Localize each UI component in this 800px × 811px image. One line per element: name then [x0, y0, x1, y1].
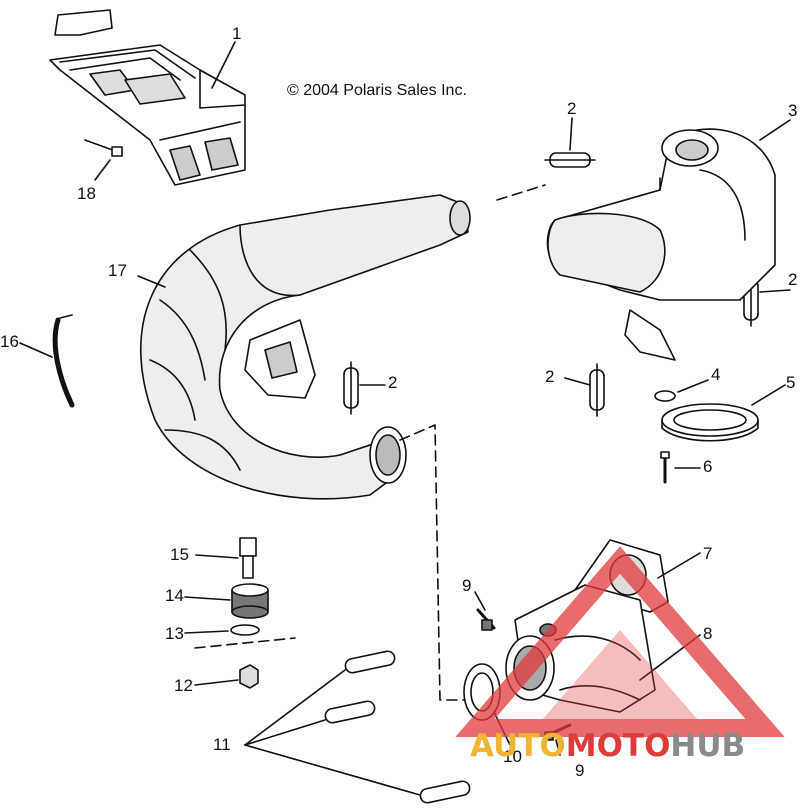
callout-17: 17	[108, 261, 127, 280]
callout-11: 11	[213, 735, 231, 754]
leader-1	[211, 41, 236, 89]
spring-lower	[589, 363, 605, 417]
callout-2-top: 2	[567, 99, 577, 118]
leader-11c	[244, 744, 421, 796]
leader-16	[19, 342, 53, 358]
callout-15: 15	[170, 545, 189, 564]
muffler	[546, 128, 776, 361]
callout-13: 13	[165, 624, 184, 643]
gasket-ring	[661, 403, 759, 442]
watermark-text: AUTOMOTOHUB	[470, 728, 745, 764]
callout-5: 5	[786, 373, 796, 392]
callout-8: 8	[703, 624, 713, 643]
leader-2b	[759, 289, 791, 293]
callout-16: 16	[0, 332, 19, 351]
leader-11b	[244, 719, 326, 746]
rivet	[84, 139, 123, 157]
assembly-line-top	[496, 184, 546, 201]
leader-2d	[564, 377, 591, 386]
watermark-hub: HUB	[670, 728, 746, 764]
callout-1: 1	[232, 24, 242, 43]
separator-line	[194, 637, 296, 649]
callout-2-right: 2	[788, 270, 798, 289]
washer-13	[230, 624, 260, 636]
watermark-logo	[455, 546, 785, 737]
bolt-9-upper	[476, 608, 496, 631]
nut	[239, 664, 259, 689]
springs-11	[324, 650, 471, 804]
callout-14: 14	[165, 586, 184, 605]
leader-2a	[569, 117, 573, 151]
grommet	[231, 583, 269, 619]
leader-18	[94, 159, 111, 181]
leader-4	[677, 379, 709, 393]
bolt-15	[239, 537, 257, 579]
assembly-line-pipe	[399, 424, 471, 701]
leader-11a	[244, 669, 346, 746]
spring-middle	[343, 361, 359, 415]
copyright-notice: © 2004 Polaris Sales Inc.	[287, 82, 467, 99]
leader-9b	[555, 739, 561, 756]
leader-17	[137, 275, 166, 288]
callout-2-middle: 2	[388, 373, 398, 392]
leader-14	[184, 596, 231, 601]
callout-4: 4	[711, 365, 721, 384]
watermark-moto: MOTO	[565, 728, 671, 764]
leader-12	[194, 679, 239, 686]
callout-10: 10	[503, 747, 522, 766]
callout-3: 3	[788, 101, 798, 120]
expansion-chamber	[140, 194, 471, 500]
callout-2-lower: 2	[545, 367, 555, 386]
callout-6: 6	[703, 457, 713, 476]
callout-12: 12	[174, 676, 193, 695]
leader-3	[759, 119, 791, 141]
leader-5	[751, 384, 786, 406]
callout-18: 18	[77, 184, 96, 203]
mount-bracket	[49, 9, 246, 186]
callout-7: 7	[703, 544, 713, 563]
bolt-6	[660, 451, 670, 484]
callout-9-upper: 9	[462, 576, 472, 595]
watermark-auto: AUTO	[470, 728, 566, 764]
strap	[52, 317, 75, 408]
leader-9a	[474, 591, 486, 611]
leader-7	[657, 552, 701, 579]
leader-13	[184, 630, 229, 634]
spring-upper	[544, 152, 596, 168]
washer	[654, 390, 676, 402]
callout-9-lower: 9	[575, 761, 585, 780]
leader-15	[195, 554, 239, 559]
